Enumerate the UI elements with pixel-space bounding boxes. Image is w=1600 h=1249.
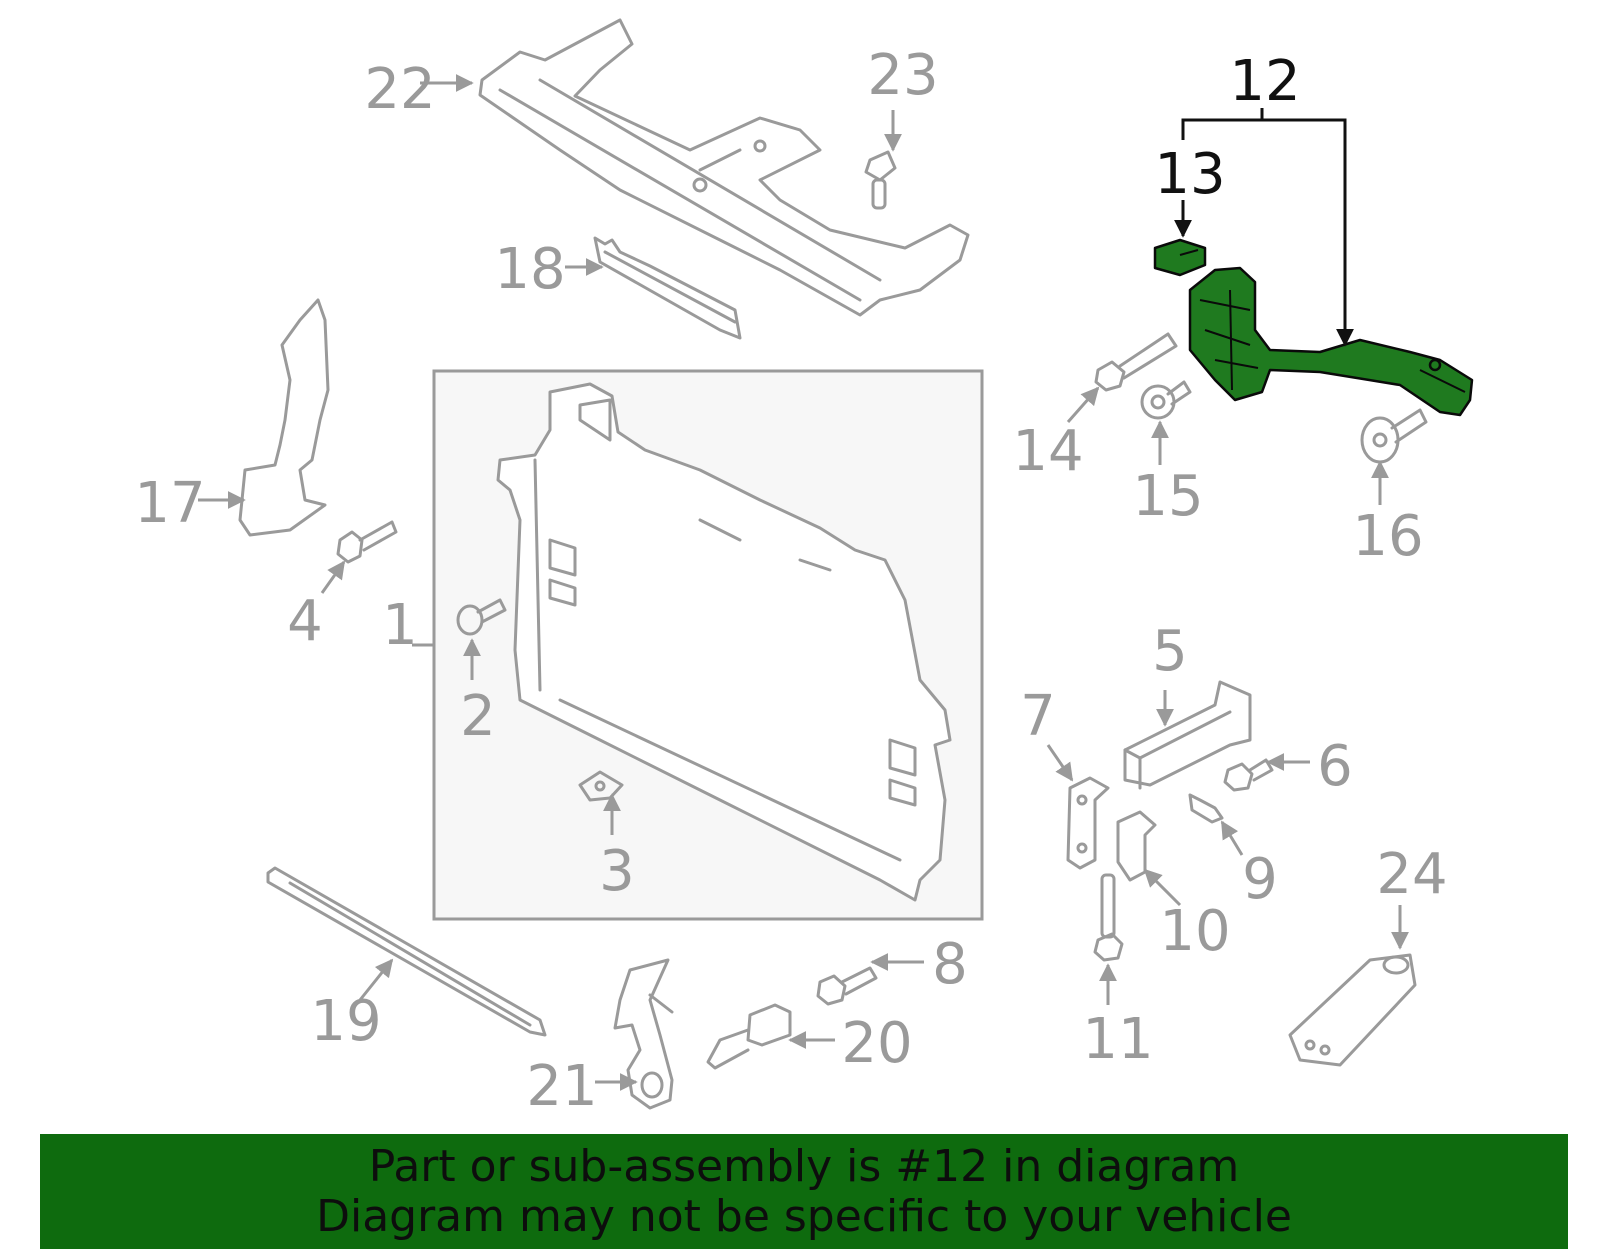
part-19-seal [266, 866, 547, 1037]
callout-13: 13 [1154, 142, 1225, 207]
callout-9: 9 [1242, 847, 1278, 912]
callout-18: 18 [494, 237, 565, 302]
part-21-bracket [613, 958, 674, 1110]
callout-6: 6 [1317, 734, 1353, 799]
part-24-bracket [1288, 953, 1417, 1067]
callout-24: 24 [1376, 842, 1447, 907]
banner-line-1: Part or sub-assembly is #12 in diagram [368, 1140, 1240, 1192]
callout-22: 22 [364, 57, 435, 122]
callout-11: 11 [1082, 1007, 1153, 1072]
callout-15: 15 [1132, 464, 1203, 529]
part-22-upper-tie-bar [478, 18, 970, 317]
part-23-clip [864, 150, 897, 210]
part-1-assembly-frame [432, 369, 984, 921]
part-18-seal [593, 236, 742, 340]
callout-14: 14 [1012, 419, 1083, 484]
part-20-sensor [706, 1003, 792, 1070]
info-banner: Part or sub-assembly is #12 in diagram D… [40, 1134, 1568, 1249]
part-17-deflector [238, 298, 330, 537]
callout-20: 20 [841, 1011, 912, 1076]
part-7-bracket [1066, 776, 1110, 870]
callout-7: 7 [1020, 684, 1056, 749]
leader-lines [198, 74, 1409, 1091]
callout-5: 5 [1152, 619, 1188, 684]
banner-line-2: Diagram may not be specific to your vehi… [316, 1190, 1292, 1242]
part-13-clip-highlighted [1153, 238, 1207, 277]
part-4-bolt [336, 520, 398, 564]
part-5-crash-box [1123, 680, 1252, 790]
callout-3: 3 [599, 839, 635, 904]
part-16-bolt [1360, 408, 1428, 464]
callout-4: 4 [287, 589, 323, 654]
callout-1: 1 [382, 593, 418, 658]
callout-19: 19 [310, 989, 381, 1054]
part-12-bracket-highlighted [1188, 266, 1474, 417]
callout-labels: 1 2 3 4 5 6 7 8 9 10 11 12 13 14 15 16 1… [134, 43, 1447, 1119]
part-2-pin [456, 598, 507, 636]
callout-2: 2 [460, 684, 496, 749]
part-11-bolt [1093, 873, 1124, 962]
callout-10: 10 [1159, 899, 1230, 964]
part-14-bolt [1094, 332, 1178, 392]
part-8-bolt [816, 966, 878, 1006]
part-15-bolt [1140, 380, 1192, 420]
part-9-bracket [1188, 793, 1224, 824]
callout-12: 12 [1229, 49, 1300, 114]
part-6-bolt [1223, 758, 1274, 792]
part-10-bracket [1116, 810, 1157, 882]
callout-21: 21 [526, 1054, 597, 1119]
callout-17: 17 [134, 471, 205, 536]
part-3-clip [578, 770, 624, 802]
callout-8: 8 [932, 932, 968, 997]
callout-16: 16 [1352, 504, 1423, 569]
callout-23: 23 [867, 43, 938, 108]
